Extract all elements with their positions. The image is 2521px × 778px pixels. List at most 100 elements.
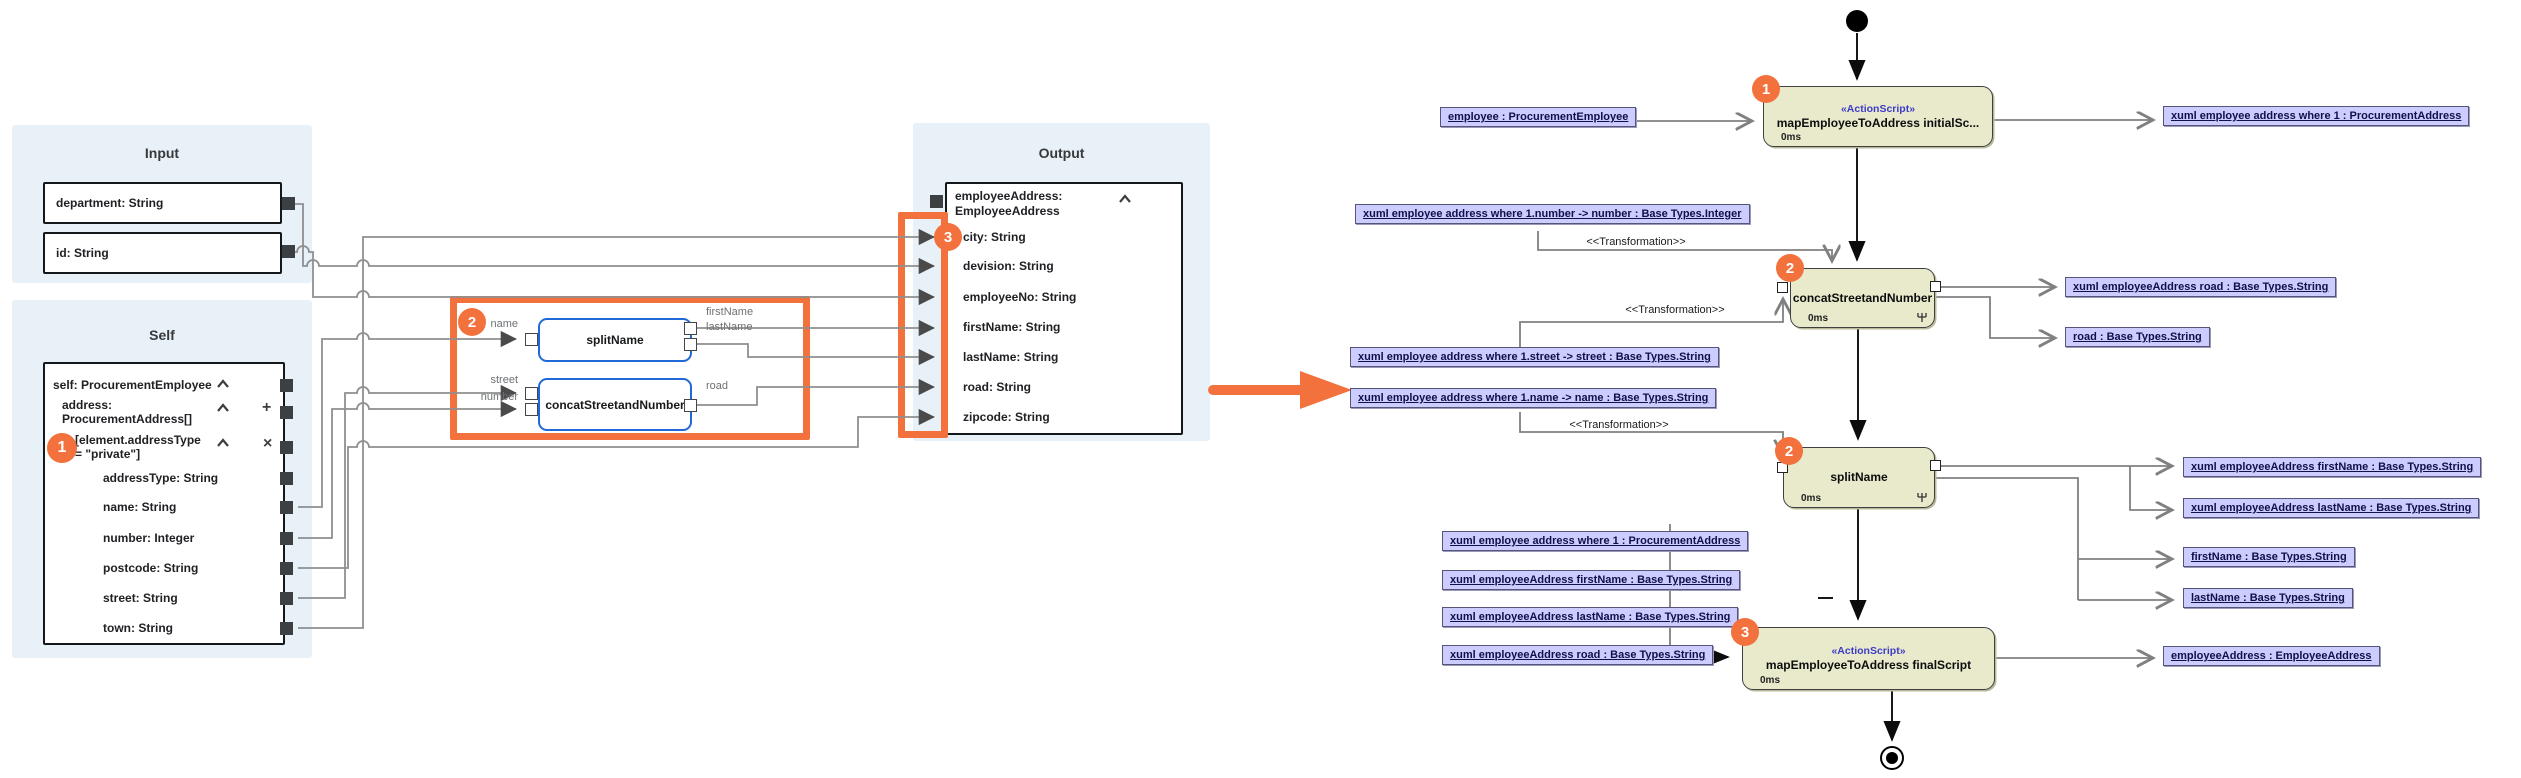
self-tree-box[interactable] xyxy=(43,362,285,645)
function-concat-label: concatStreetandNumber xyxy=(545,397,685,412)
node-name: mapEmployeeToAddress initialSc... xyxy=(1776,116,1980,130)
output-field-employeeNo: employeeNo: String xyxy=(963,290,1077,304)
object-road[interactable]: road : Base Types.String xyxy=(2065,327,2210,347)
object-ea-firstName[interactable]: xuml employeeAddress firstName : Base Ty… xyxy=(2183,457,2482,477)
chevron-up-icon[interactable] xyxy=(1118,194,1132,204)
object-ea-road-2[interactable]: xuml employeeAddress road : Base Types.S… xyxy=(1442,645,1714,665)
transformation-label: <<Transformation>> xyxy=(1625,304,1725,316)
initial-node[interactable] xyxy=(1846,10,1868,32)
output-field-city: city: String xyxy=(963,230,1026,244)
input-field-id: id: String xyxy=(56,246,109,260)
stereotype-label: «ActionScript» xyxy=(1831,645,1906,657)
concat-input-port-1[interactable] xyxy=(525,387,538,400)
transformation-label: <<Transformation>> xyxy=(1569,419,1669,431)
object-address-where-2[interactable]: xuml employee address where 1 : Procurem… xyxy=(1442,531,1749,551)
step-badge-2b: 2 xyxy=(1775,437,1803,465)
self-field-name: name: String xyxy=(103,500,177,514)
concat-node-left-port[interactable] xyxy=(1777,282,1788,293)
object-ea-lastName-2[interactable]: xuml employeeAddress lastName : Base Typ… xyxy=(1442,607,1739,627)
port-town[interactable] xyxy=(280,622,293,635)
port-filter[interactable] xyxy=(280,441,293,454)
object-name-map[interactable]: xuml employee address where 1.name -> na… xyxy=(1350,388,1717,408)
self-address-line2: ProcurementAddress[] xyxy=(62,412,193,426)
port-employeeAddress[interactable] xyxy=(930,195,943,208)
transformation-label: <<Transformation>> xyxy=(1586,236,1686,248)
port-id[interactable] xyxy=(282,245,295,258)
function-splitName[interactable]: splitName xyxy=(538,318,692,362)
stereotype-label: «ActionScript» xyxy=(1840,103,1916,115)
step-badge-1: 1 xyxy=(1752,75,1780,103)
object-lastName[interactable]: lastName : Base Types.String xyxy=(2183,588,2353,608)
splitName-out2-label: lastName xyxy=(706,321,753,333)
node-name: mapEmployeeToAddress finalScript xyxy=(1765,658,1972,672)
object-number-map[interactable]: xuml employee address where 1.number -> … xyxy=(1355,204,1750,224)
step-badge-2: 2 xyxy=(1776,254,1804,282)
self-address-line1: address: xyxy=(62,398,113,412)
object-employeeAddress[interactable]: employeeAddress : EmployeeAddress xyxy=(2163,646,2380,666)
port-name[interactable] xyxy=(280,501,293,514)
splitName-input-port[interactable] xyxy=(525,333,538,346)
object-ea-firstName-2[interactable]: xuml employeeAddress firstName : Base Ty… xyxy=(1442,570,1741,590)
chevron-up-icon[interactable] xyxy=(216,379,230,389)
action-node-splitName[interactable]: splitName 0ms xyxy=(1783,447,1935,508)
port-address[interactable] xyxy=(280,406,293,419)
input-field-box-department[interactable] xyxy=(43,182,282,224)
output-tree-box[interactable] xyxy=(945,182,1183,435)
mapping-wires xyxy=(292,203,935,629)
splitName-output-port-1[interactable] xyxy=(684,322,697,335)
concat-out-label: road xyxy=(706,380,729,392)
splitName-in-label: name xyxy=(490,318,518,330)
remove-filter-icon[interactable]: × xyxy=(263,435,273,452)
object-ea-road[interactable]: xuml employeeAddress road : Base Types.S… xyxy=(2065,277,2337,297)
output-field-road: road: String xyxy=(963,380,1031,394)
input-panel-title: Input xyxy=(144,145,180,161)
output-field-zipcode: zipcode: String xyxy=(963,410,1050,424)
port-street[interactable] xyxy=(280,592,293,605)
self-filter-line2: = "private"] xyxy=(75,447,141,461)
self-panel-title: Self xyxy=(149,327,175,343)
action-node-finalScript[interactable]: «ActionScript» mapEmployeeToAddress fina… xyxy=(1742,627,1995,690)
object-street-map[interactable]: xuml employee address where 1.street -> … xyxy=(1350,347,1719,367)
port-self[interactable] xyxy=(280,379,293,392)
action-node-concatStreetandNumber[interactable]: concatStreetandNumber 0ms xyxy=(1790,268,1935,328)
output-panel-title: Output xyxy=(1038,145,1085,161)
concat-input-port-2[interactable] xyxy=(525,403,538,416)
chevron-up-icon[interactable] xyxy=(216,438,230,448)
step-badge-3: 3 xyxy=(1731,618,1759,646)
input-field-box-id[interactable] xyxy=(43,232,282,274)
final-node[interactable] xyxy=(1880,746,1904,770)
chevron-up-icon[interactable] xyxy=(216,403,230,413)
object-employee[interactable]: employee : ProcurementEmployee xyxy=(1440,107,1637,127)
duration-label: 0ms xyxy=(1781,132,1802,143)
orange-arrow xyxy=(1208,371,1352,409)
node-name: concatStreetandNumber xyxy=(1792,290,1933,305)
object-ea-lastName[interactable]: xuml employeeAddress lastName : Base Typ… xyxy=(2183,498,2480,518)
duration-label: 0ms xyxy=(1760,675,1781,686)
action-node-initialScript[interactable]: «ActionScript» mapEmployeeToAddress init… xyxy=(1763,86,1993,147)
fork-icon xyxy=(1917,493,1927,502)
self-field-number: number: Integer xyxy=(103,531,195,545)
port-department[interactable] xyxy=(282,197,295,210)
port-number[interactable] xyxy=(280,532,293,545)
output-root-line2: EmployeeAddress xyxy=(955,204,1060,218)
self-field-town: town: String xyxy=(103,621,173,635)
function-concatStreetandNumber[interactable]: concatStreetandNumber xyxy=(538,378,692,431)
self-field-street: street: String xyxy=(103,591,178,605)
object-address-where[interactable]: xuml employee address where 1 : Procurem… xyxy=(2163,106,2470,126)
splitName-output-port-2[interactable] xyxy=(684,338,697,351)
splitName-out1-label: firstName xyxy=(706,306,754,318)
self-field-postcode: postcode: String xyxy=(103,561,199,575)
concat-node-right-port[interactable] xyxy=(1930,281,1941,292)
annotation-rect-output xyxy=(898,212,948,438)
port-addressType[interactable] xyxy=(280,472,293,485)
fork-icon xyxy=(1917,313,1927,322)
output-field-devision: devision: String xyxy=(963,259,1054,273)
port-postcode[interactable] xyxy=(280,562,293,575)
function-splitName-label: splitName xyxy=(586,333,644,347)
splitName-node-right-port[interactable] xyxy=(1930,460,1941,471)
concat-output-port[interactable] xyxy=(684,399,697,412)
add-filter-icon[interactable]: + xyxy=(262,399,272,416)
object-firstName[interactable]: firstName : Base Types.String xyxy=(2183,547,2355,567)
self-field-addressType: addressType: String xyxy=(103,471,219,485)
